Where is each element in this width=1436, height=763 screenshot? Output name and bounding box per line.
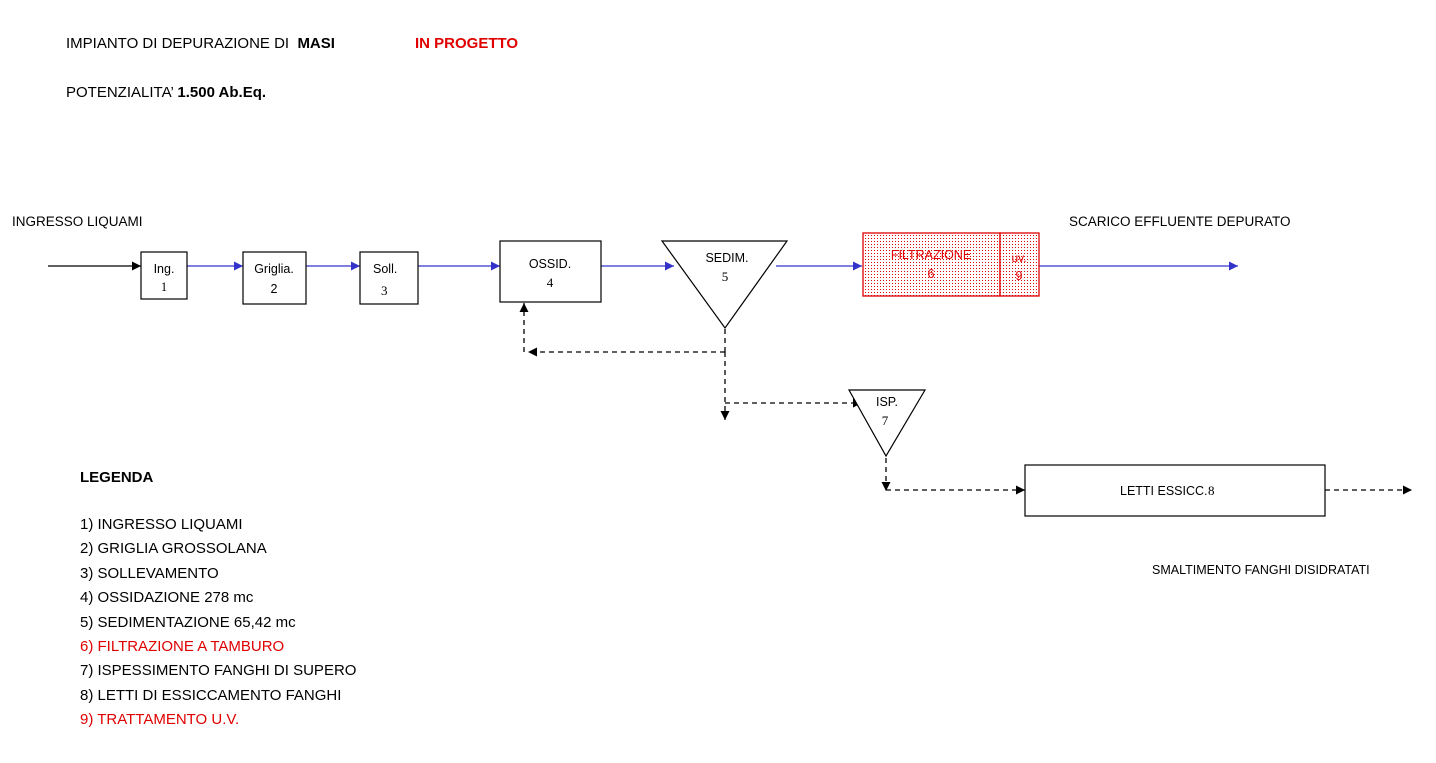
unit-isp-number: 7 (882, 413, 889, 428)
legend-title: LEGENDA (80, 469, 154, 486)
unit-ing-name: Ing. (154, 262, 175, 276)
legend-list: 1) INGRESSO LIQUAMI 2) GRIGLIA GROSSOLAN… (80, 513, 356, 733)
unit-filtrazione: FILTRAZIONE 6 (862, 232, 1001, 297)
unit-letti-number: 8 (1208, 483, 1215, 498)
unit-filtrazione-name: FILTRAZIONE (891, 248, 971, 262)
legend-item: 6) FILTRAZIONE A TAMBURO (80, 638, 285, 656)
unit-sedim: SEDIM. 5 (660, 240, 789, 330)
unit-uv-number: 9 (1016, 269, 1023, 283)
unit-isp-name: ISP. (876, 395, 898, 409)
unit-ing-number: 1 (161, 280, 167, 294)
legend-item: 1) INGRESSO LIQUAMI (80, 516, 243, 533)
legend-item: 3) SOLLEVAMENTO (80, 564, 219, 582)
plant-capacity: POTENZIALITA’ 1.500 Ab.Eq. (66, 84, 266, 101)
unit-sedim-name: SEDIM. (705, 251, 748, 265)
unit-isp: ISP. 7 (847, 389, 927, 458)
inlet-label: INGRESSO LIQUAMI (12, 214, 143, 229)
legend-item: 7) ISPESSIMENTO FANGHI DI SUPERO (80, 662, 357, 680)
unit-ing: Ing. 1 (140, 251, 188, 300)
unit-uv: uv. 9 (999, 232, 1040, 297)
plant-title: IMPIANTO DI DEPURAZIONE DI MASI (66, 35, 335, 52)
unit-ossid-number: 4 (547, 275, 554, 290)
sludge-disposal-label: SMALTIMENTO FANGHI DISIDRATATI (1152, 563, 1370, 577)
capacity-prefix: POTENZIALITA’ (66, 84, 174, 101)
outlet-label: SCARICO EFFLUENTE DEPURATO (1069, 214, 1291, 229)
legend-item: 9) TRATTAMENTO U.V. (80, 711, 240, 729)
unit-griglia-name: Griglia. (254, 262, 294, 276)
plant-name: MASI (297, 35, 335, 52)
unit-letti: LETTI ESSICC. 8 (1024, 464, 1326, 517)
legend-item: 5) SEDIMENTAZIONE 65,42 mc (80, 613, 296, 631)
unit-soll-name: Soll. (373, 262, 397, 276)
legend-item: 4) OSSIDAZIONE 278 mc (80, 589, 254, 607)
sludge-recirculation-line (519, 303, 726, 357)
project-status: IN PROGETTO (415, 35, 519, 52)
unit-uv-name: uv. (1011, 251, 1026, 265)
capacity-value: 1.500 Ab.Eq. (177, 84, 267, 101)
unit-letti-name: LETTI ESSICC. (1120, 484, 1208, 498)
plant-title-prefix: IMPIANTO DI DEPURAZIONE DI (66, 35, 290, 52)
unit-soll-number: 3 (381, 283, 388, 298)
unit-filtrazione-number: 6 (928, 267, 935, 281)
unit-griglia-number: 2 (271, 282, 278, 296)
thickened-sludge-line (881, 458, 1025, 495)
excess-sludge-line (720, 352, 862, 420)
unit-ossid: OSSID. 4 (499, 240, 602, 303)
unit-sedim-number: 5 (722, 269, 729, 284)
unit-ossid-name: OSSID. (529, 257, 571, 271)
legend-item: 2) GRIGLIA GROSSOLANA (80, 540, 267, 558)
unit-soll: Soll. 3 (359, 251, 419, 305)
legend-item: 8) LETTI DI ESSICCAMENTO FANGHI (80, 686, 342, 704)
unit-griglia: Griglia. 2 (242, 251, 307, 305)
